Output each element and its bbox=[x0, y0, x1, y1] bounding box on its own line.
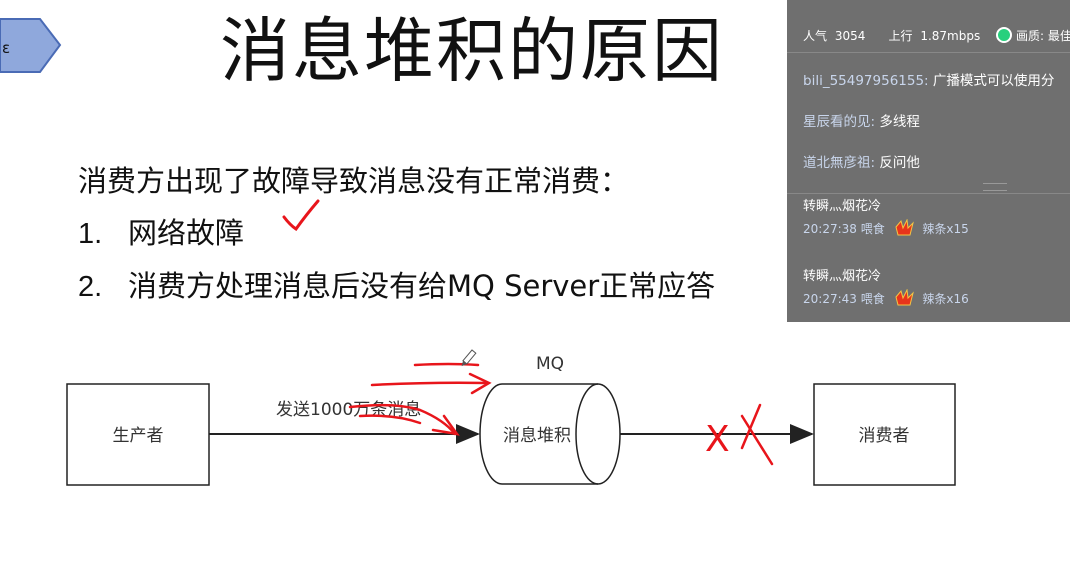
gift-item: 辣条x15 bbox=[922, 222, 969, 236]
gift-action: 喂食 bbox=[860, 222, 885, 236]
quality-status-icon bbox=[996, 27, 1013, 43]
spicy-strip-gift-icon bbox=[895, 289, 914, 306]
prev-slide-arrow[interactable]: ε bbox=[0, 17, 62, 75]
stream-stats: 人气 3054 上行 1.87mbps 画质: 最佳 bbox=[803, 27, 1070, 44]
checkmark-annotation bbox=[282, 199, 320, 232]
consumer-box bbox=[813, 383, 956, 486]
upload-label: 上行 bbox=[888, 29, 913, 43]
message-flow-diagram: 生产者 发送1000万条消息 MQ 消息堆积 消费者 X bbox=[66, 349, 956, 486]
queue-label: 消息堆积 bbox=[503, 426, 571, 446]
chat-text: 广播模式可以使用分 bbox=[928, 73, 1055, 89]
slide-intro: 消费方出现了故障导致消息没有正常消费： bbox=[78, 164, 630, 198]
gift-record: 20:27:38 喂食 辣条x15 bbox=[803, 219, 969, 237]
consumer-label: 消费者 bbox=[859, 426, 910, 446]
popularity-value: 3054 bbox=[834, 29, 866, 43]
list-item-number: 2. bbox=[78, 271, 103, 303]
stats-divider bbox=[787, 52, 1070, 53]
pen-cursor-icon bbox=[461, 349, 477, 367]
quality-label[interactable]: 画质: 最佳 bbox=[1016, 29, 1070, 43]
list-item-number: 1. bbox=[78, 218, 103, 250]
spicy-strip-gift-icon bbox=[895, 219, 914, 236]
list-item-1: 1. 网络故障 bbox=[78, 210, 244, 252]
gift-record: 20:27:43 喂食 辣条x16 bbox=[803, 289, 969, 307]
slide-title: 消息堆积的原因 bbox=[220, 10, 724, 92]
live-stream-panel: 人气 3054 上行 1.87mbps 画质: 最佳 bili_55497956… bbox=[787, 0, 1070, 322]
queue-title: MQ bbox=[536, 354, 564, 374]
block-mark: X bbox=[705, 419, 730, 460]
panel-resize-handle[interactable] bbox=[983, 183, 1007, 191]
list-item-text: 网络故障 bbox=[128, 216, 245, 250]
list-item-2: 2. 消费方处理消息后没有给MQ Server正常应答 bbox=[78, 263, 715, 305]
chat-username[interactable]: bili_55497956155: bbox=[803, 73, 929, 89]
chat-username[interactable]: 星辰看的见: bbox=[803, 114, 876, 130]
red-annotations bbox=[348, 362, 774, 466]
gift-item: 辣条x16 bbox=[922, 292, 969, 306]
gift-divider bbox=[787, 193, 1070, 194]
chat-message: bili_55497956155: 广播模式可以使用分 bbox=[803, 69, 1054, 89]
upload-value: 1.87mbps bbox=[920, 29, 981, 43]
gift-action: 喂食 bbox=[860, 292, 885, 306]
chat-message: 道北無彦祖: 反问他 bbox=[803, 151, 920, 171]
list-item-text: 消费方处理消息后没有给MQ Server正常应答 bbox=[128, 269, 716, 303]
queue-cylinder bbox=[479, 383, 621, 485]
popularity-label: 人气 bbox=[803, 29, 828, 43]
gift-sender[interactable]: 转瞬灬烟花冷 bbox=[803, 199, 882, 214]
gift-time: 20:27:43 bbox=[803, 292, 857, 306]
gift-sender[interactable]: 转瞬灬烟花冷 bbox=[803, 269, 882, 284]
chat-username[interactable]: 道北無彦祖: bbox=[803, 155, 876, 171]
producer-box bbox=[66, 383, 210, 486]
chat-text: 多线程 bbox=[875, 114, 920, 130]
chat-message: 星辰看的见: 多线程 bbox=[803, 110, 920, 130]
producer-label: 生产者 bbox=[113, 426, 164, 446]
prev-slide-label: ε bbox=[2, 39, 10, 57]
gift-time: 20:27:38 bbox=[803, 222, 857, 236]
chat-text: 反问他 bbox=[875, 155, 920, 171]
